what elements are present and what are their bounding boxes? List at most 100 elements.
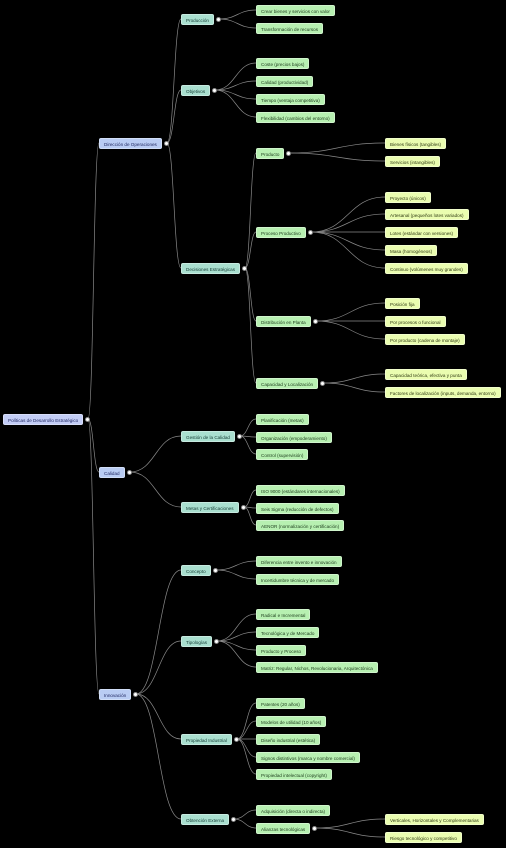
connector-line xyxy=(236,702,257,740)
node-diferencia-entre-invento-e-innovacion[interactable]: Diferencia entre invento e innovación xyxy=(256,555,342,567)
node-tipologias[interactable]: Tipologías xyxy=(181,635,213,647)
node-produccion[interactable]: Producción xyxy=(181,13,214,25)
connector-line xyxy=(236,738,257,758)
node-patentes-20-anos[interactable]: Patentes (20 años) xyxy=(256,697,305,709)
collapse-toggle-icon[interactable] xyxy=(286,150,291,156)
node-seis-sigma-reduccion-de-defectos[interactable]: Seis Sigma (reducción de defectos) xyxy=(256,502,339,514)
node-lotes-estandar-con-versiones[interactable]: Lotes (estándar con versiones) xyxy=(385,226,459,238)
node-posicion-fija[interactable]: Posición fija xyxy=(385,297,420,309)
connector-line xyxy=(314,818,386,829)
node-adquisicion-directa-o-indirecta[interactable]: Adquisición (directa o indirecta) xyxy=(256,804,331,816)
node-crear-bienes-y-servicios-con-valor[interactable]: Crear bienes y servicios con valor xyxy=(256,4,335,16)
node-radical-e-incremental[interactable]: Radical e Incremental xyxy=(256,608,311,620)
node-transformacion-de-recursos[interactable]: Transformación de recursos xyxy=(256,22,324,34)
connector-line xyxy=(216,631,257,642)
connector-line xyxy=(214,89,257,118)
collapse-toggle-icon[interactable] xyxy=(214,638,219,644)
node-artesanal-pequenos-lotes-variados[interactable]: Artesanal (pequeños lotes variados) xyxy=(385,208,469,220)
node-incertidumbre-tecnica-y-de-mercado[interactable]: Incertidumbre técnica y de mercado xyxy=(256,573,340,585)
collapse-toggle-icon[interactable] xyxy=(85,416,90,422)
node-innovacion[interactable]: Innovación xyxy=(99,688,132,700)
connector-line xyxy=(315,302,386,322)
node-masa-homogeneos[interactable]: Masa (homogéneos) xyxy=(385,244,438,256)
connector-line xyxy=(288,142,386,154)
connector-line xyxy=(310,231,386,269)
node-calidad-productividad[interactable]: Calidad (productividad) xyxy=(256,75,314,87)
node-coste-precios-bajos[interactable]: Coste (precios bajos) xyxy=(256,57,310,69)
node-planificacion-metas[interactable]: Planificación (metas) xyxy=(256,413,309,425)
connector-line xyxy=(315,320,386,340)
connector-line xyxy=(239,435,257,455)
connector-line xyxy=(310,196,386,233)
node-metas-y-certificaciones[interactable]: Metas y Certificaciones xyxy=(181,501,239,513)
collapse-toggle-icon[interactable] xyxy=(312,825,317,831)
collapse-toggle-icon[interactable] xyxy=(133,691,138,697)
node-control-supervision[interactable]: Control (supervisión) xyxy=(256,448,309,460)
node-por-producto-cadena-de-montaje[interactable]: Por producto (cadena de montaje) xyxy=(385,333,465,345)
node-alianzas-tecnologicas[interactable]: Alianzas tecnológicas xyxy=(256,822,311,834)
node-servicios-intangibles[interactable]: Servicios (intangibles) xyxy=(385,155,440,167)
collapse-toggle-icon[interactable] xyxy=(242,265,247,271)
node-iso-9000-estandares-internacionales[interactable]: ISO 9000 (estándares internacionales) xyxy=(256,484,345,496)
node-continuo-volumenes-muy-grandes[interactable]: Continuo (volúmenes muy grandes) xyxy=(385,262,468,274)
node-concepto[interactable]: Concepto xyxy=(181,564,211,576)
connector-line xyxy=(244,267,257,384)
collapse-toggle-icon[interactable] xyxy=(216,16,221,22)
node-tiempo-ventaja-competitiva[interactable]: Tiempo (ventaja competitiva) xyxy=(256,93,325,105)
collapse-toggle-icon[interactable] xyxy=(212,87,217,93)
node-riesgo-tecnologico-y-competitivo[interactable]: Riesgo tecnológico y competitivo xyxy=(385,831,462,843)
node-producto[interactable]: Producto xyxy=(256,147,285,159)
connector-line xyxy=(214,89,257,100)
connector-line xyxy=(216,613,257,642)
collapse-toggle-icon[interactable] xyxy=(241,504,246,510)
node-proyecto-unicos[interactable]: Proyecto (únicos) xyxy=(385,191,431,203)
collapse-toggle-icon[interactable] xyxy=(313,318,318,324)
node-matriz-regular-nichos-revolucionaria-arquitectonica[interactable]: Matriz: Regular, Nichos, Revolucionaria,… xyxy=(256,661,378,673)
node-verticales-horizontales-y-complementarias[interactable]: Verticales, Horizontales y Complementari… xyxy=(385,813,484,825)
node-organizacion-empoderamiento[interactable]: Organización (empoderamiento) xyxy=(256,431,332,443)
node-obtencion-externa[interactable]: Obtención Externa xyxy=(181,813,230,825)
connector-line xyxy=(216,640,257,651)
node-proceso-productivo[interactable]: Proceso Productivo xyxy=(256,226,306,238)
collapse-toggle-icon[interactable] xyxy=(237,433,242,439)
node-por-procesos-o-funcional[interactable]: Por procesos o funcional xyxy=(385,315,446,327)
connector-line xyxy=(214,80,257,91)
connector-line xyxy=(218,18,257,29)
root-node[interactable]: Políticas de Desarrollo Estratégico xyxy=(3,413,84,425)
node-bienes-fisicos-tangibles[interactable]: Bienes físicos (tangibles) xyxy=(385,137,447,149)
collapse-toggle-icon[interactable] xyxy=(308,229,313,235)
node-calidad[interactable]: Calidad xyxy=(99,466,125,478)
connector-line xyxy=(243,489,257,508)
node-propiedad-intelectual-copyright[interactable]: Propiedad intelectual (copyright) xyxy=(256,768,332,780)
collapse-toggle-icon[interactable] xyxy=(231,816,236,822)
connector-line xyxy=(129,471,182,508)
connector-line xyxy=(135,640,182,695)
node-signos-distintivos-marca-y-nombre-comercial[interactable]: Signos distintivos (marca y nombre comer… xyxy=(256,751,360,763)
collapse-toggle-icon[interactable] xyxy=(213,567,218,573)
node-objetivos[interactable]: Objetivos xyxy=(181,84,211,96)
node-decisiones-estrategicas[interactable]: Decisiones Estratégicas xyxy=(181,262,241,274)
node-producto-y-proceso[interactable]: Producto y Proceso xyxy=(256,644,307,656)
node-aenor-normalizacion-y-certificacion[interactable]: AENOR (normalización y certificación) xyxy=(256,519,345,531)
node-gestion-de-la-calidad[interactable]: Gestión de la Calidad xyxy=(181,430,235,442)
node-factores-de-localizacion-inputs-demanda-entorno[interactable]: Factores de localización (inputs, demand… xyxy=(385,386,501,398)
collapse-toggle-icon[interactable] xyxy=(320,380,325,386)
connector-line xyxy=(236,720,257,740)
node-capacidad-teorica-efectiva-y-punta[interactable]: Capacidad teórica, efectiva y punta xyxy=(385,368,467,380)
connector-line xyxy=(135,569,182,695)
connector-line xyxy=(215,560,257,571)
connector-line xyxy=(239,418,257,437)
collapse-toggle-icon[interactable] xyxy=(127,469,132,475)
node-tecnologica-y-de-mercado[interactable]: Tecnológica y de Mercado xyxy=(256,626,320,638)
node-propiedad-industrial[interactable]: Propiedad Industrial xyxy=(181,733,232,745)
node-modelos-de-utilidad-10-anos[interactable]: Modelos de utilidad (10 años) xyxy=(256,715,327,727)
connector-line xyxy=(135,693,182,740)
node-distribucion-en-planta[interactable]: Distribución en Planta xyxy=(256,315,311,327)
node-flexibilidad-cambios-del-entorno[interactable]: Flexibilidad (cambios del entorno) xyxy=(256,111,335,123)
node-diseno-industrial-estetica[interactable]: Diseño industrial (estética) xyxy=(256,733,321,745)
collapse-toggle-icon[interactable] xyxy=(164,140,169,146)
collapse-toggle-icon[interactable] xyxy=(234,736,239,742)
node-direccion-de-operaciones[interactable]: Dirección de Operaciones xyxy=(99,137,162,149)
node-capacidad-y-localizacion[interactable]: Capacidad y Localización xyxy=(256,377,319,389)
